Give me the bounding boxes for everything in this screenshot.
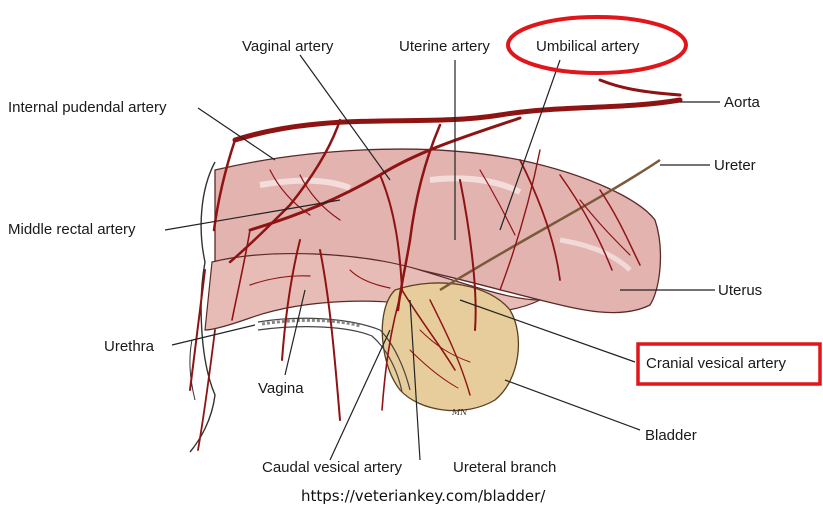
label-urethra: Urethra bbox=[104, 338, 154, 356]
label-vagina: Vagina bbox=[258, 380, 304, 398]
label-cranial-vesical-artery: Cranial vesical artery bbox=[646, 355, 786, 373]
artist-signature: MN bbox=[452, 408, 467, 417]
label-uterus: Uterus bbox=[718, 282, 762, 300]
label-umbilical-artery: Umbilical artery bbox=[536, 38, 639, 56]
label-internal-pudendal-artery: Internal pudendal artery bbox=[8, 99, 166, 117]
label-ureteral-branch: Ureteral branch bbox=[453, 459, 556, 477]
label-caudal-vesical-artery: Caudal vesical artery bbox=[262, 459, 402, 477]
source-url: https://veteriankey.com/bladder/ bbox=[301, 487, 545, 505]
leader-caudal-vesical-artery bbox=[330, 330, 390, 460]
leader-bladder bbox=[505, 380, 640, 430]
aorta-vessel bbox=[235, 100, 680, 140]
bladder-shape bbox=[382, 283, 518, 411]
label-uterine-artery: Uterine artery bbox=[399, 38, 490, 56]
label-middle-rectal-artery: Middle rectal artery bbox=[8, 221, 136, 239]
label-aorta: Aorta bbox=[724, 94, 760, 112]
label-vaginal-artery: Vaginal artery bbox=[242, 38, 333, 56]
label-bladder: Bladder bbox=[645, 427, 697, 445]
label-ureter: Ureter bbox=[714, 157, 756, 175]
